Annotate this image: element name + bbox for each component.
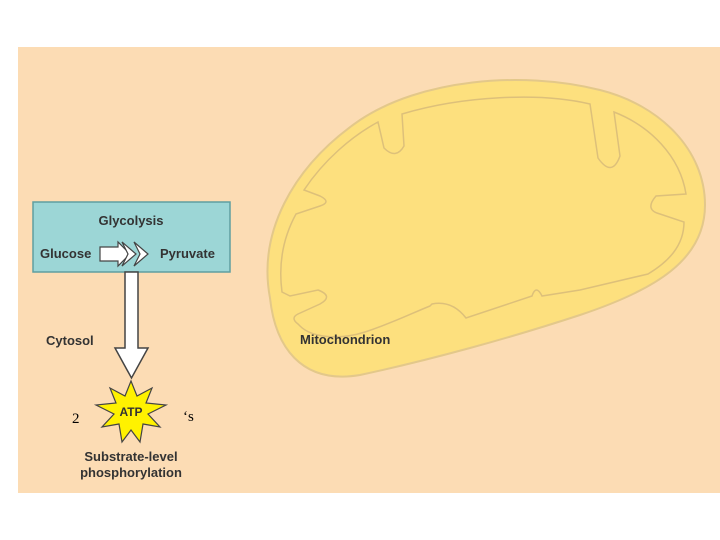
atp-count: 2	[72, 411, 80, 427]
glucose-label: Glucose	[40, 246, 91, 261]
mitochondrion-label: Mitochondrion	[300, 332, 390, 347]
down-arrow	[113, 271, 150, 380]
atp-suffix: ‘s	[183, 409, 194, 425]
atp-burst	[93, 379, 169, 444]
atp-label: ATP	[119, 405, 142, 419]
pyruvate-label: Pyruvate	[160, 246, 215, 261]
process-label-line2: phosphorylation	[80, 465, 182, 480]
process-label-line1: Substrate-level	[84, 449, 177, 464]
glycolysis-title: Glycolysis	[98, 213, 163, 228]
mitochondrion-inner-membrane	[280, 96, 687, 338]
cytosol-label: Cytosol	[46, 333, 94, 348]
glycolysis-arrow	[99, 240, 149, 268]
